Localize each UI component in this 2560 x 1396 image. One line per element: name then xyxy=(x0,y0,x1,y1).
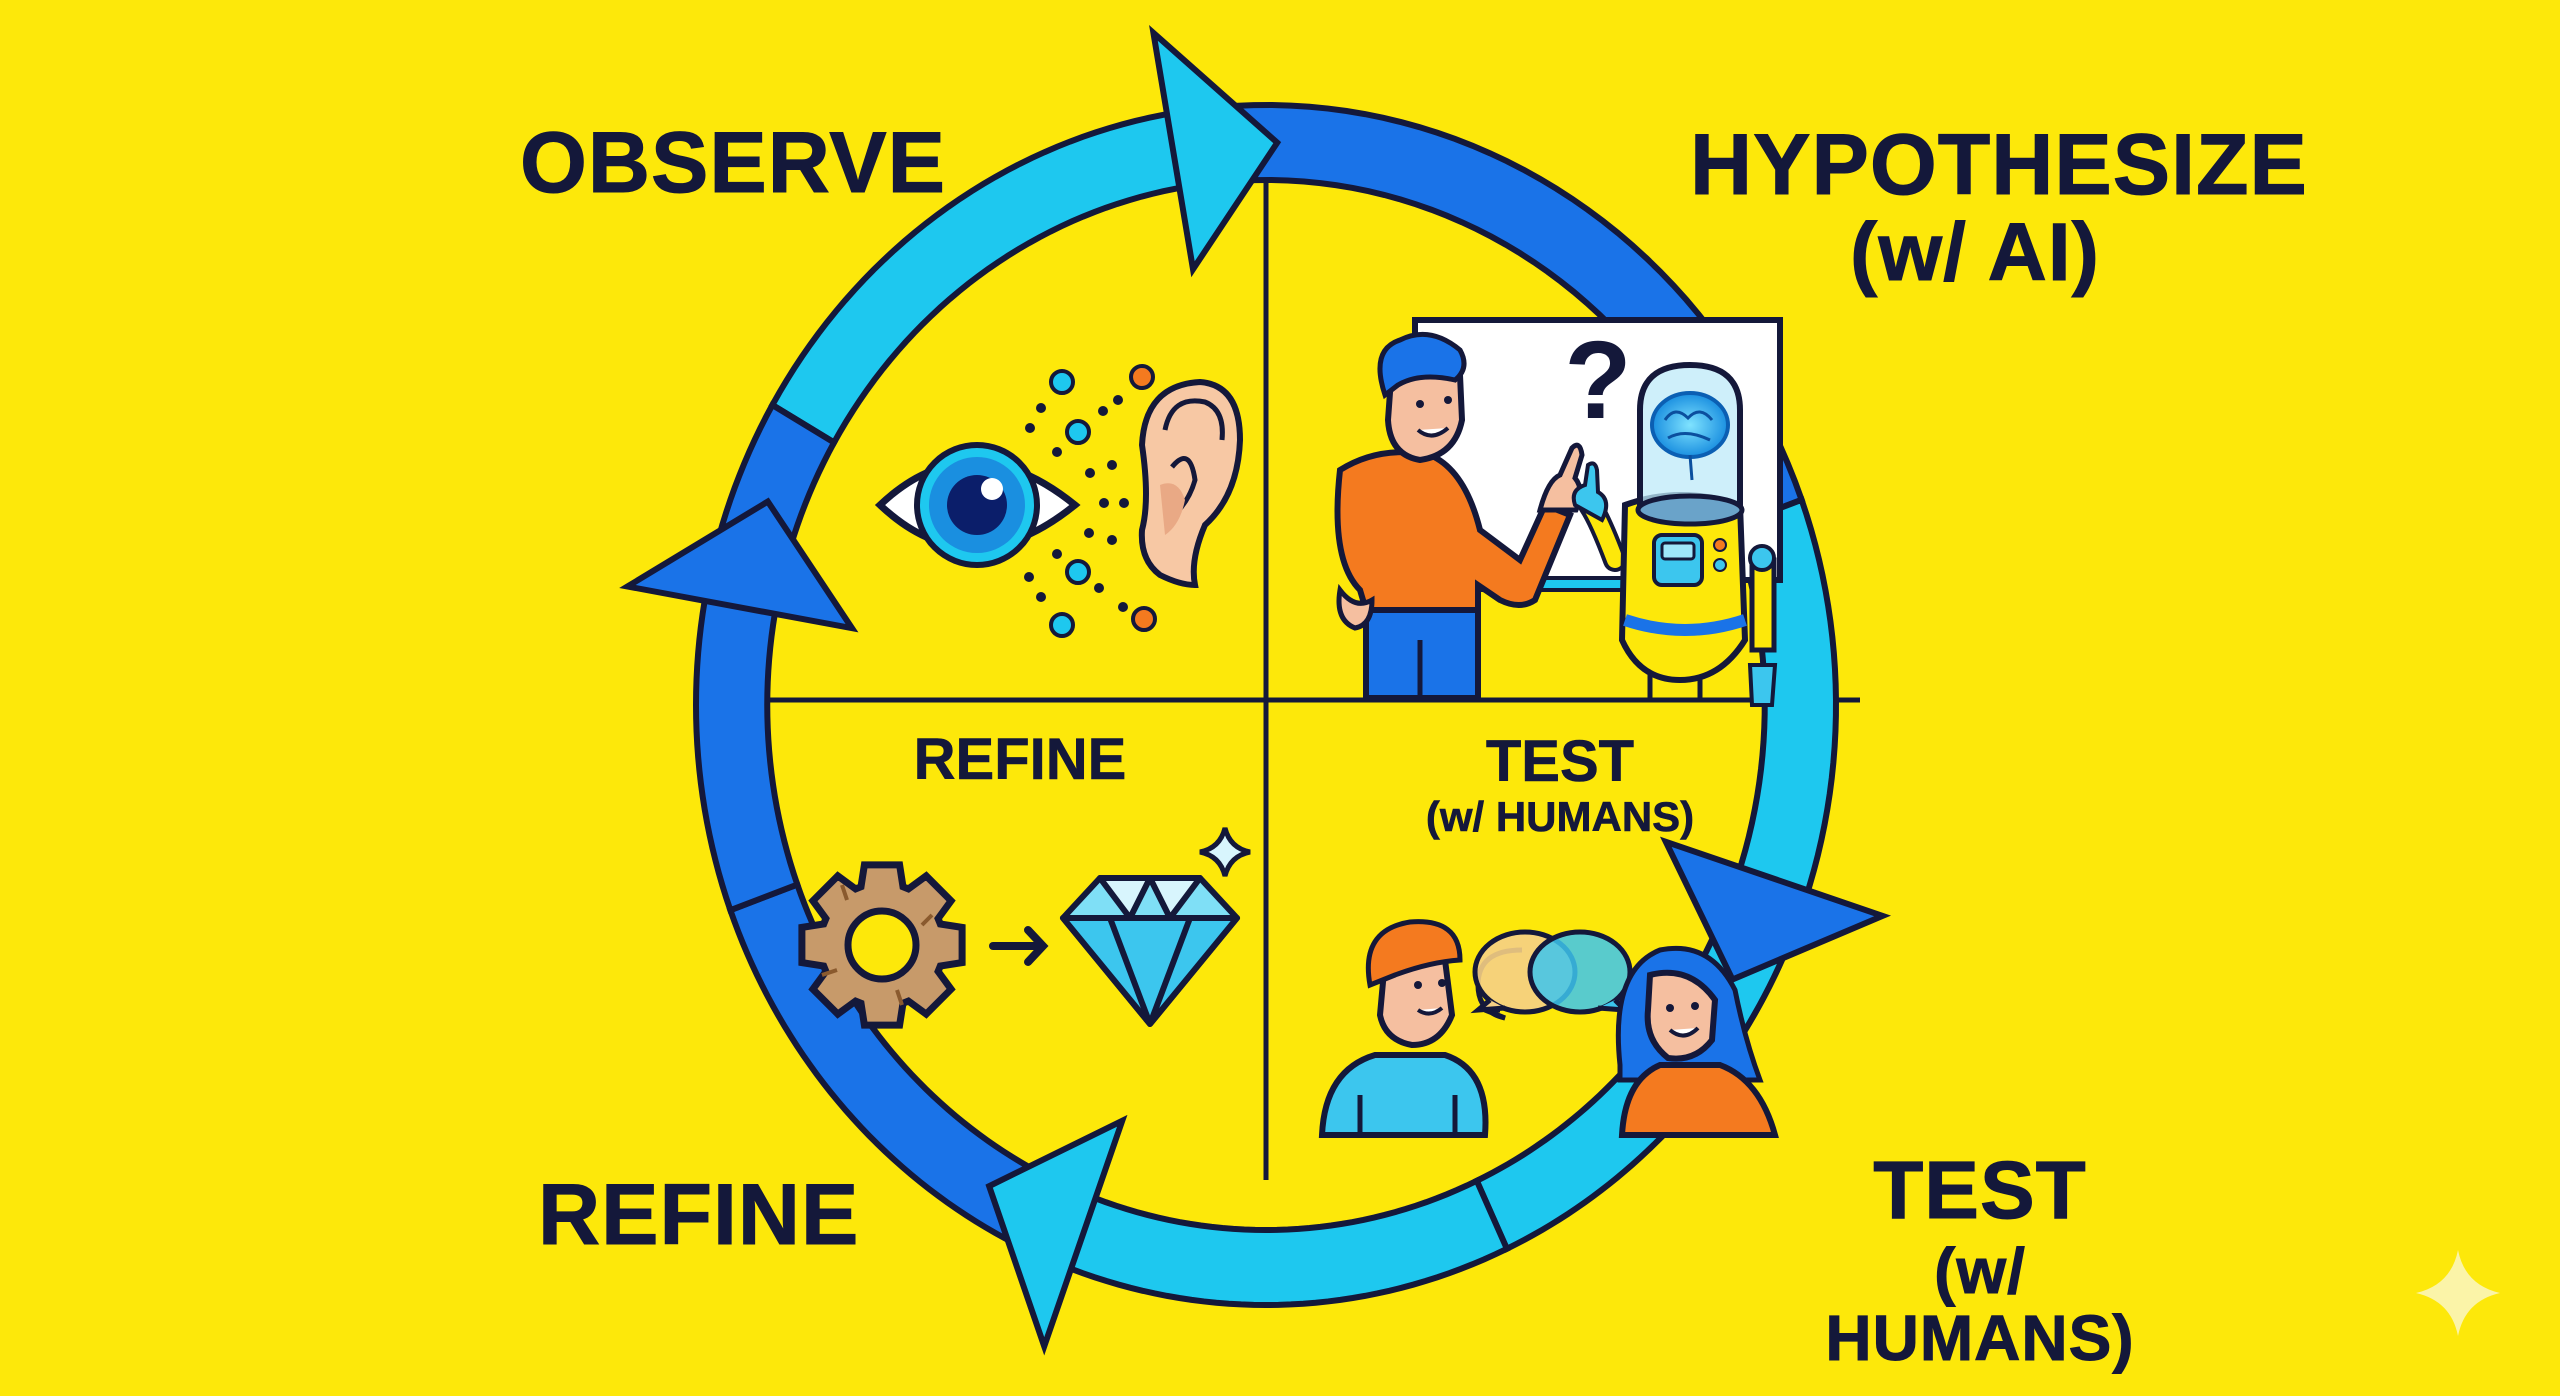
arrow-right-icon xyxy=(989,926,1049,966)
stage-label-test: TEST (w/ HUMANS) xyxy=(1780,1145,2180,1375)
robot-icon xyxy=(1571,361,1778,707)
stage-label-observe: OBSERVE xyxy=(520,115,946,211)
cycle-ring xyxy=(619,24,1892,1356)
person-icon xyxy=(1334,331,1585,701)
quadrant-dividers xyxy=(740,150,1860,1180)
brain-icon xyxy=(1650,391,1730,481)
inner-title: TEST xyxy=(1485,729,1635,794)
arc-segment-left xyxy=(692,400,839,915)
inner-label-refine: REFINE xyxy=(913,727,1127,792)
watermark-sparkle-icon xyxy=(2416,1250,2500,1336)
sparkle-icon xyxy=(1199,827,1251,877)
stage-sublabel: (w/ HUMANS) xyxy=(1825,1235,2135,1375)
arrowhead-top xyxy=(1149,24,1282,278)
gear-icon xyxy=(798,861,966,1029)
eye-icon xyxy=(874,442,1081,568)
stage-title: HYPOTHESIZE xyxy=(1690,117,2308,213)
person-icon xyxy=(1615,945,1779,1138)
stage-label-hypothesize: HYPOTHESIZE (w/ AI) xyxy=(1690,119,2308,299)
small-dots xyxy=(1024,395,1129,612)
arrowhead-right xyxy=(1659,836,1892,984)
person-icon xyxy=(1318,919,1489,1138)
diamond-icon xyxy=(1060,875,1240,1027)
question-mark: ? xyxy=(1564,319,1631,442)
arrowhead-bottom xyxy=(985,1114,1128,1356)
inner-label-test: TEST (w/ HUMANS) xyxy=(1380,729,1740,840)
signal-dots xyxy=(1049,364,1157,638)
stage-label-refine: REFINE xyxy=(537,1167,860,1263)
inner-sublabel: (w/ HUMANS) xyxy=(1425,792,1695,840)
stage-sublabel: (w/ AI) xyxy=(1850,207,2100,299)
stage-title: TEST xyxy=(1873,1145,2087,1236)
ear-icon xyxy=(1138,378,1244,589)
arrowhead-left xyxy=(619,497,859,633)
speech-bubble-icon xyxy=(1470,929,1633,1021)
